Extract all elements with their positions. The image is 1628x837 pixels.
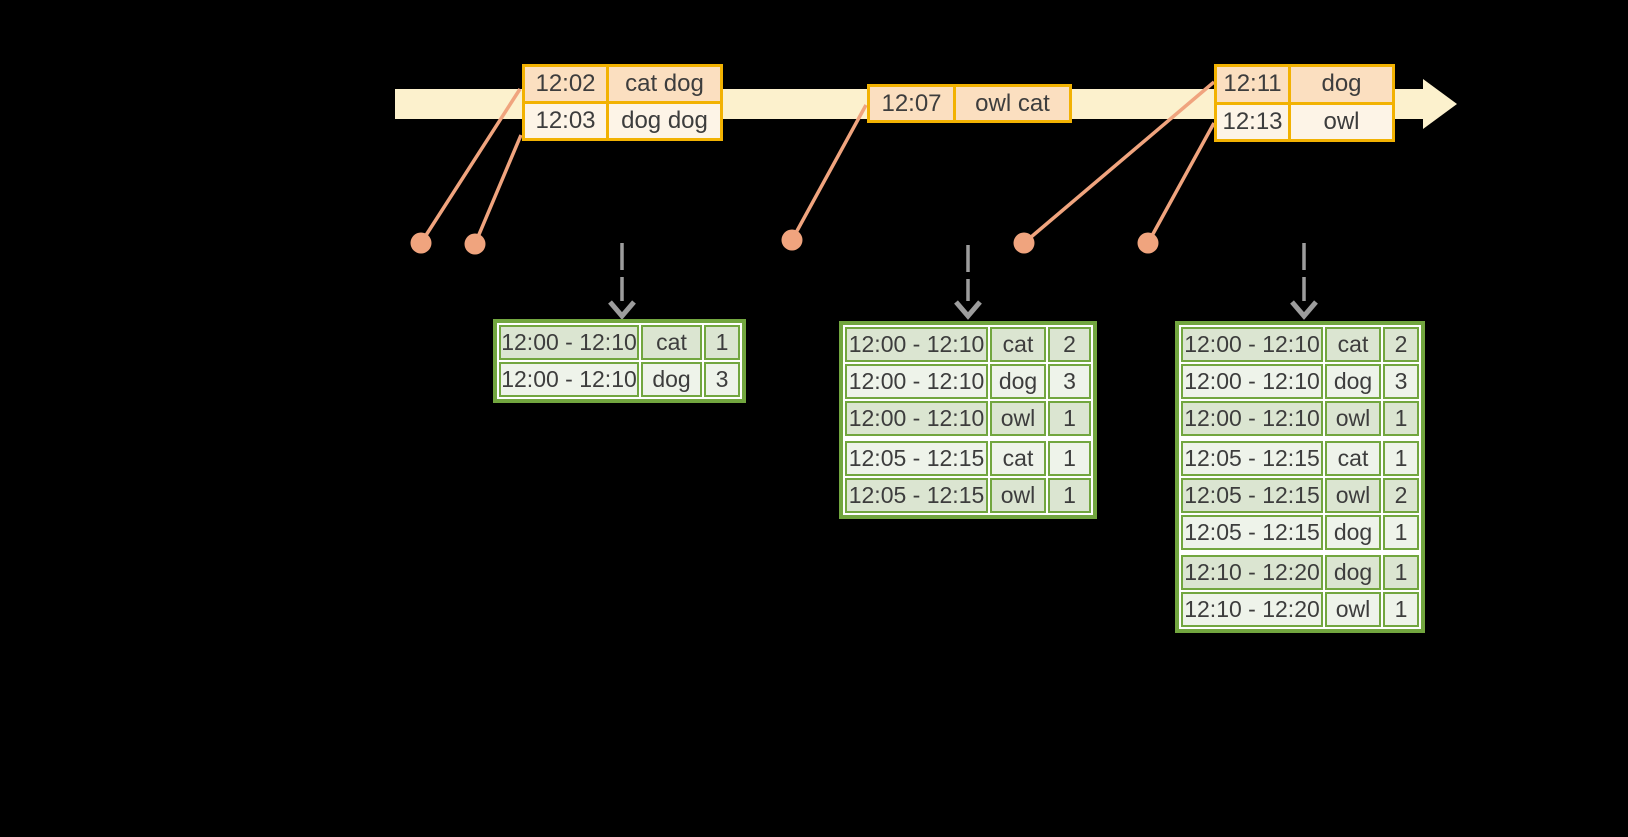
word-cell: cat <box>641 325 702 360</box>
result-row: 12:00 - 12:10 cat 2 <box>845 327 1091 362</box>
count-cell: 1 <box>1383 515 1419 550</box>
result-row: 12:00 - 12:10 dog 3 <box>1181 364 1419 399</box>
window-cell: 12:05 - 12:15 <box>1181 478 1323 513</box>
count-cell: 1 <box>1048 401 1091 436</box>
count-cell: 1 <box>1048 441 1091 476</box>
result-row: 12:10 - 12:20 dog 1 <box>1181 555 1419 590</box>
event-row: 12:03 dog dog <box>525 104 720 138</box>
event-words: dog dog <box>609 104 720 138</box>
result-row: 12:00 - 12:10 dog 3 <box>499 362 740 397</box>
word-cell: dog <box>1325 555 1381 590</box>
event-time: 12:11 <box>1217 67 1288 102</box>
word-cell: dog <box>641 362 702 397</box>
word-cell: dog <box>1325 364 1381 399</box>
count-cell: 3 <box>704 362 740 397</box>
word-cell: owl <box>1325 592 1381 627</box>
result-row: 12:00 - 12:10 owl 1 <box>1181 401 1419 436</box>
event-dot <box>781 229 803 251</box>
event-row: 12:11 dog <box>1217 67 1392 102</box>
count-cell: 1 <box>1383 592 1419 627</box>
count-cell: 1 <box>1048 478 1091 513</box>
event-dot <box>1013 232 1035 254</box>
window-cell: 12:05 - 12:15 <box>845 441 988 476</box>
trigger-arrowhead-icon <box>608 300 636 320</box>
connector-line <box>473 134 523 245</box>
trigger-arrowhead-icon <box>1290 300 1318 320</box>
result-row: 12:05 - 12:15 dog 1 <box>1181 515 1419 550</box>
event-row: 12:07 owl cat <box>870 87 1069 120</box>
trigger-arrows <box>608 243 1318 320</box>
word-cell: cat <box>1325 441 1381 476</box>
window-cell: 12:10 - 12:20 <box>1181 555 1323 590</box>
word-cell: owl <box>990 478 1046 513</box>
window-cell: 12:00 - 12:10 <box>499 362 639 397</box>
word-cell: dog <box>1325 515 1381 550</box>
window-cell: 12:00 - 12:10 <box>1181 364 1323 399</box>
result-row: 12:00 - 12:10 cat 1 <box>499 325 740 360</box>
event-dot <box>1137 232 1159 254</box>
event-box-1: 12:02 cat dog 12:03 dog dog <box>522 64 723 141</box>
result-row: 12:05 - 12:15 owl 1 <box>845 478 1091 513</box>
timeline-arrowhead-icon <box>1423 79 1457 129</box>
word-cell: owl <box>1325 478 1381 513</box>
count-cell: 2 <box>1383 478 1419 513</box>
event-row: 12:13 owl <box>1217 104 1392 139</box>
count-cell: 1 <box>1383 555 1419 590</box>
connector-line <box>1146 122 1216 244</box>
word-cell: cat <box>1325 327 1381 362</box>
result-table-3: 12:00 - 12:10 cat 2 12:00 - 12:10 dog 3 … <box>1175 321 1425 633</box>
event-box-3: 12:11 dog 12:13 owl <box>1214 64 1395 142</box>
result-row: 12:05 - 12:15 cat 1 <box>1181 441 1419 476</box>
trigger-arrowhead-icon <box>954 300 982 320</box>
window-cell: 12:00 - 12:10 <box>845 364 988 399</box>
window-cell: 12:05 - 12:15 <box>1181 515 1323 550</box>
count-cell: 1 <box>704 325 740 360</box>
word-cell: owl <box>990 401 1046 436</box>
count-cell: 2 <box>1383 327 1419 362</box>
count-cell: 1 <box>1383 441 1419 476</box>
event-words: cat dog <box>609 67 720 101</box>
word-cell: owl <box>1325 401 1381 436</box>
window-cell: 12:00 - 12:10 <box>845 401 988 436</box>
event-dot <box>464 233 486 255</box>
window-cell: 12:00 - 12:10 <box>845 327 988 362</box>
count-cell: 1 <box>1383 401 1419 436</box>
event-words: owl <box>1291 104 1392 139</box>
connector-line <box>790 104 868 241</box>
event-time: 12:07 <box>870 87 953 120</box>
result-table-1: 12:00 - 12:10 cat 1 12:00 - 12:10 dog 3 <box>493 319 746 403</box>
window-cell: 12:10 - 12:20 <box>1181 592 1323 627</box>
result-row: 12:00 - 12:10 dog 3 <box>845 364 1091 399</box>
window-cell: 12:05 - 12:15 <box>845 478 988 513</box>
event-box-2: 12:07 owl cat <box>867 84 1072 123</box>
count-cell: 2 <box>1048 327 1091 362</box>
event-dots <box>410 229 1159 255</box>
result-row: 12:10 - 12:20 owl 1 <box>1181 592 1419 627</box>
event-time: 12:13 <box>1217 104 1288 139</box>
word-cell: cat <box>990 327 1046 362</box>
event-dot <box>410 232 432 254</box>
event-words: dog <box>1291 67 1392 102</box>
result-row: 12:00 - 12:10 owl 1 <box>845 401 1091 436</box>
window-cell: 12:00 - 12:10 <box>1181 327 1323 362</box>
word-cell: dog <box>990 364 1046 399</box>
window-cell: 12:05 - 12:15 <box>1181 441 1323 476</box>
result-row: 12:05 - 12:15 owl 2 <box>1181 478 1419 513</box>
result-table-2: 12:00 - 12:10 cat 2 12:00 - 12:10 dog 3 … <box>839 321 1097 519</box>
count-cell: 3 <box>1383 364 1419 399</box>
result-row: 12:00 - 12:10 cat 2 <box>1181 327 1419 362</box>
event-time: 12:02 <box>525 67 606 101</box>
window-cell: 12:00 - 12:10 <box>499 325 639 360</box>
count-cell: 3 <box>1048 364 1091 399</box>
word-cell: cat <box>990 441 1046 476</box>
event-words: owl cat <box>956 87 1069 120</box>
result-row: 12:05 - 12:15 cat 1 <box>845 441 1091 476</box>
event-time: 12:03 <box>525 104 606 138</box>
window-cell: 12:00 - 12:10 <box>1181 401 1323 436</box>
event-row: 12:02 cat dog <box>525 67 720 101</box>
